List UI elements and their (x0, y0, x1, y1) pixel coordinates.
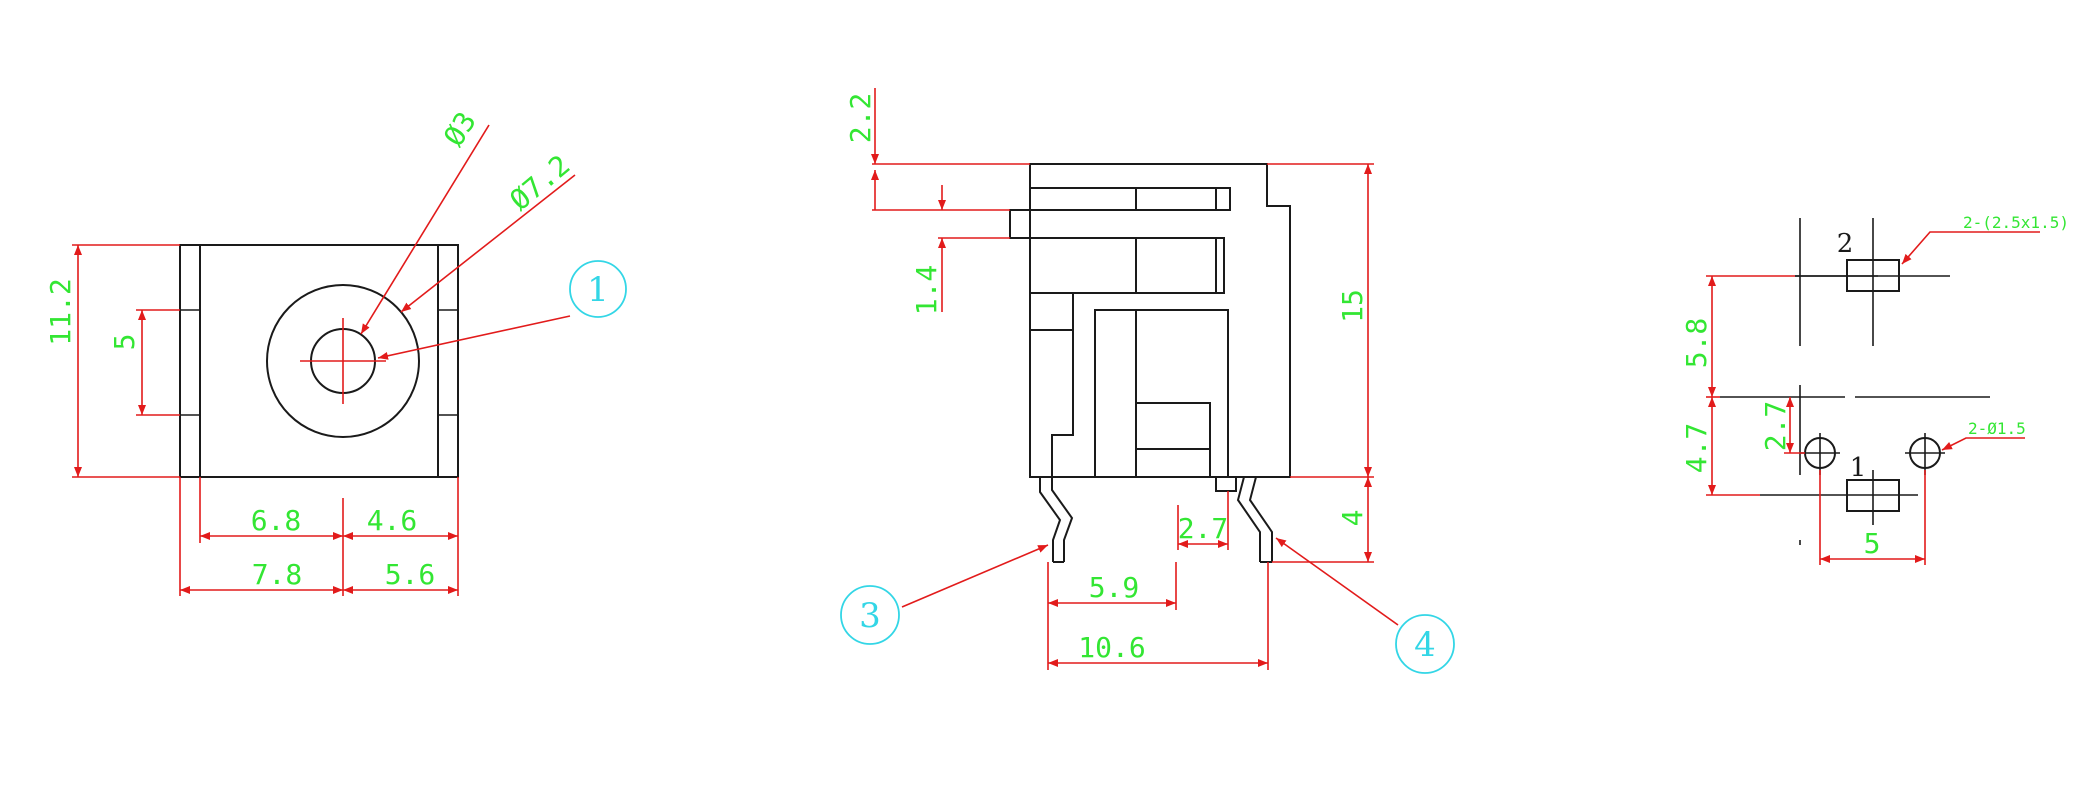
dim-text-inner-height: 5 (108, 334, 141, 351)
dim-text-outer-diameter: Ø7.2 (503, 148, 576, 217)
dim-text-pin-gap: 2.7 (1178, 512, 1229, 545)
outer-bore-circle (266, 284, 420, 438)
dim-text-pin-span-inner: 5.9 (1089, 571, 1140, 604)
dim-text-pin: 4 (1336, 510, 1369, 527)
leader-outer-diameter (400, 174, 576, 313)
leader-hole-diameter (360, 124, 490, 335)
dim-text-pin-span: 10.6 (1078, 631, 1145, 664)
footprint-pad-spec: 2-(2.5x1.5) (1963, 213, 2069, 232)
dim-text-hole-offset: 2.7 (1759, 401, 1792, 452)
leader-callout-3 (901, 544, 1049, 608)
dim-text-lower: 4.7 (1680, 423, 1713, 474)
dim-text-right-outer: 5.6 (385, 558, 436, 591)
side-second-slot (1029, 237, 1225, 294)
side-inner-wall-left (1030, 292, 1074, 477)
dim-text-hole-span: 5 (1864, 527, 1881, 560)
callout-bubble-1 (569, 260, 627, 318)
pcb-footprint: 2 1 2-(2.5x1.5) 2-Ø1.5 5.8 4.7 2.7 (1680, 213, 2069, 565)
front-view: 11.2 5 Ø3 Ø7.2 1 6.8 4.6 7.8 5.6 (44, 106, 627, 596)
leader-pad-spec (1901, 231, 2040, 265)
dim-text-left-inner: 6.8 (251, 504, 302, 537)
dim-text-mid: 1.4 (910, 265, 943, 316)
side-inner-block (1135, 402, 1211, 450)
leader-callout-1 (377, 315, 571, 360)
dim-text-height: 15 (1336, 289, 1369, 323)
callout-text-4: 4 (1414, 625, 1436, 665)
footprint-pad-1-label: 1 (1850, 453, 1867, 483)
callout-text-1: 1 (587, 270, 609, 310)
side-pin-left (1039, 477, 1062, 562)
side-pin-left (1051, 477, 1074, 562)
side-foot (1215, 476, 1237, 492)
side-pin-right (1236, 476, 1261, 562)
callout-bubble-4 (1395, 614, 1455, 674)
footprint-hole-spec: 2-Ø1.5 (1968, 419, 2026, 438)
leader-callout-4 (1275, 537, 1399, 626)
dim-text-left-outer: 7.8 (252, 558, 303, 591)
side-flange (1009, 209, 1030, 239)
side-view: 2.2 1.4 15 4 2.7 5.9 10.6 3 (840, 88, 1455, 674)
leader-hole-spec (1941, 437, 2025, 451)
callout-text-3: 3 (859, 596, 881, 636)
front-body-outline (179, 244, 459, 478)
footprint-pad-2-label: 2 (1837, 229, 1854, 259)
side-top-slot (1029, 187, 1231, 211)
side-inner-cavity (1094, 309, 1229, 477)
dim-text-height: 11.2 (44, 278, 77, 345)
dim-text-top: 2.2 (844, 93, 877, 144)
side-pin-right (1248, 476, 1273, 562)
dim-text-upper: 5.8 (1680, 318, 1713, 369)
callout-bubble-3 (840, 585, 900, 645)
dim-text-right-inner: 4.6 (367, 504, 418, 537)
